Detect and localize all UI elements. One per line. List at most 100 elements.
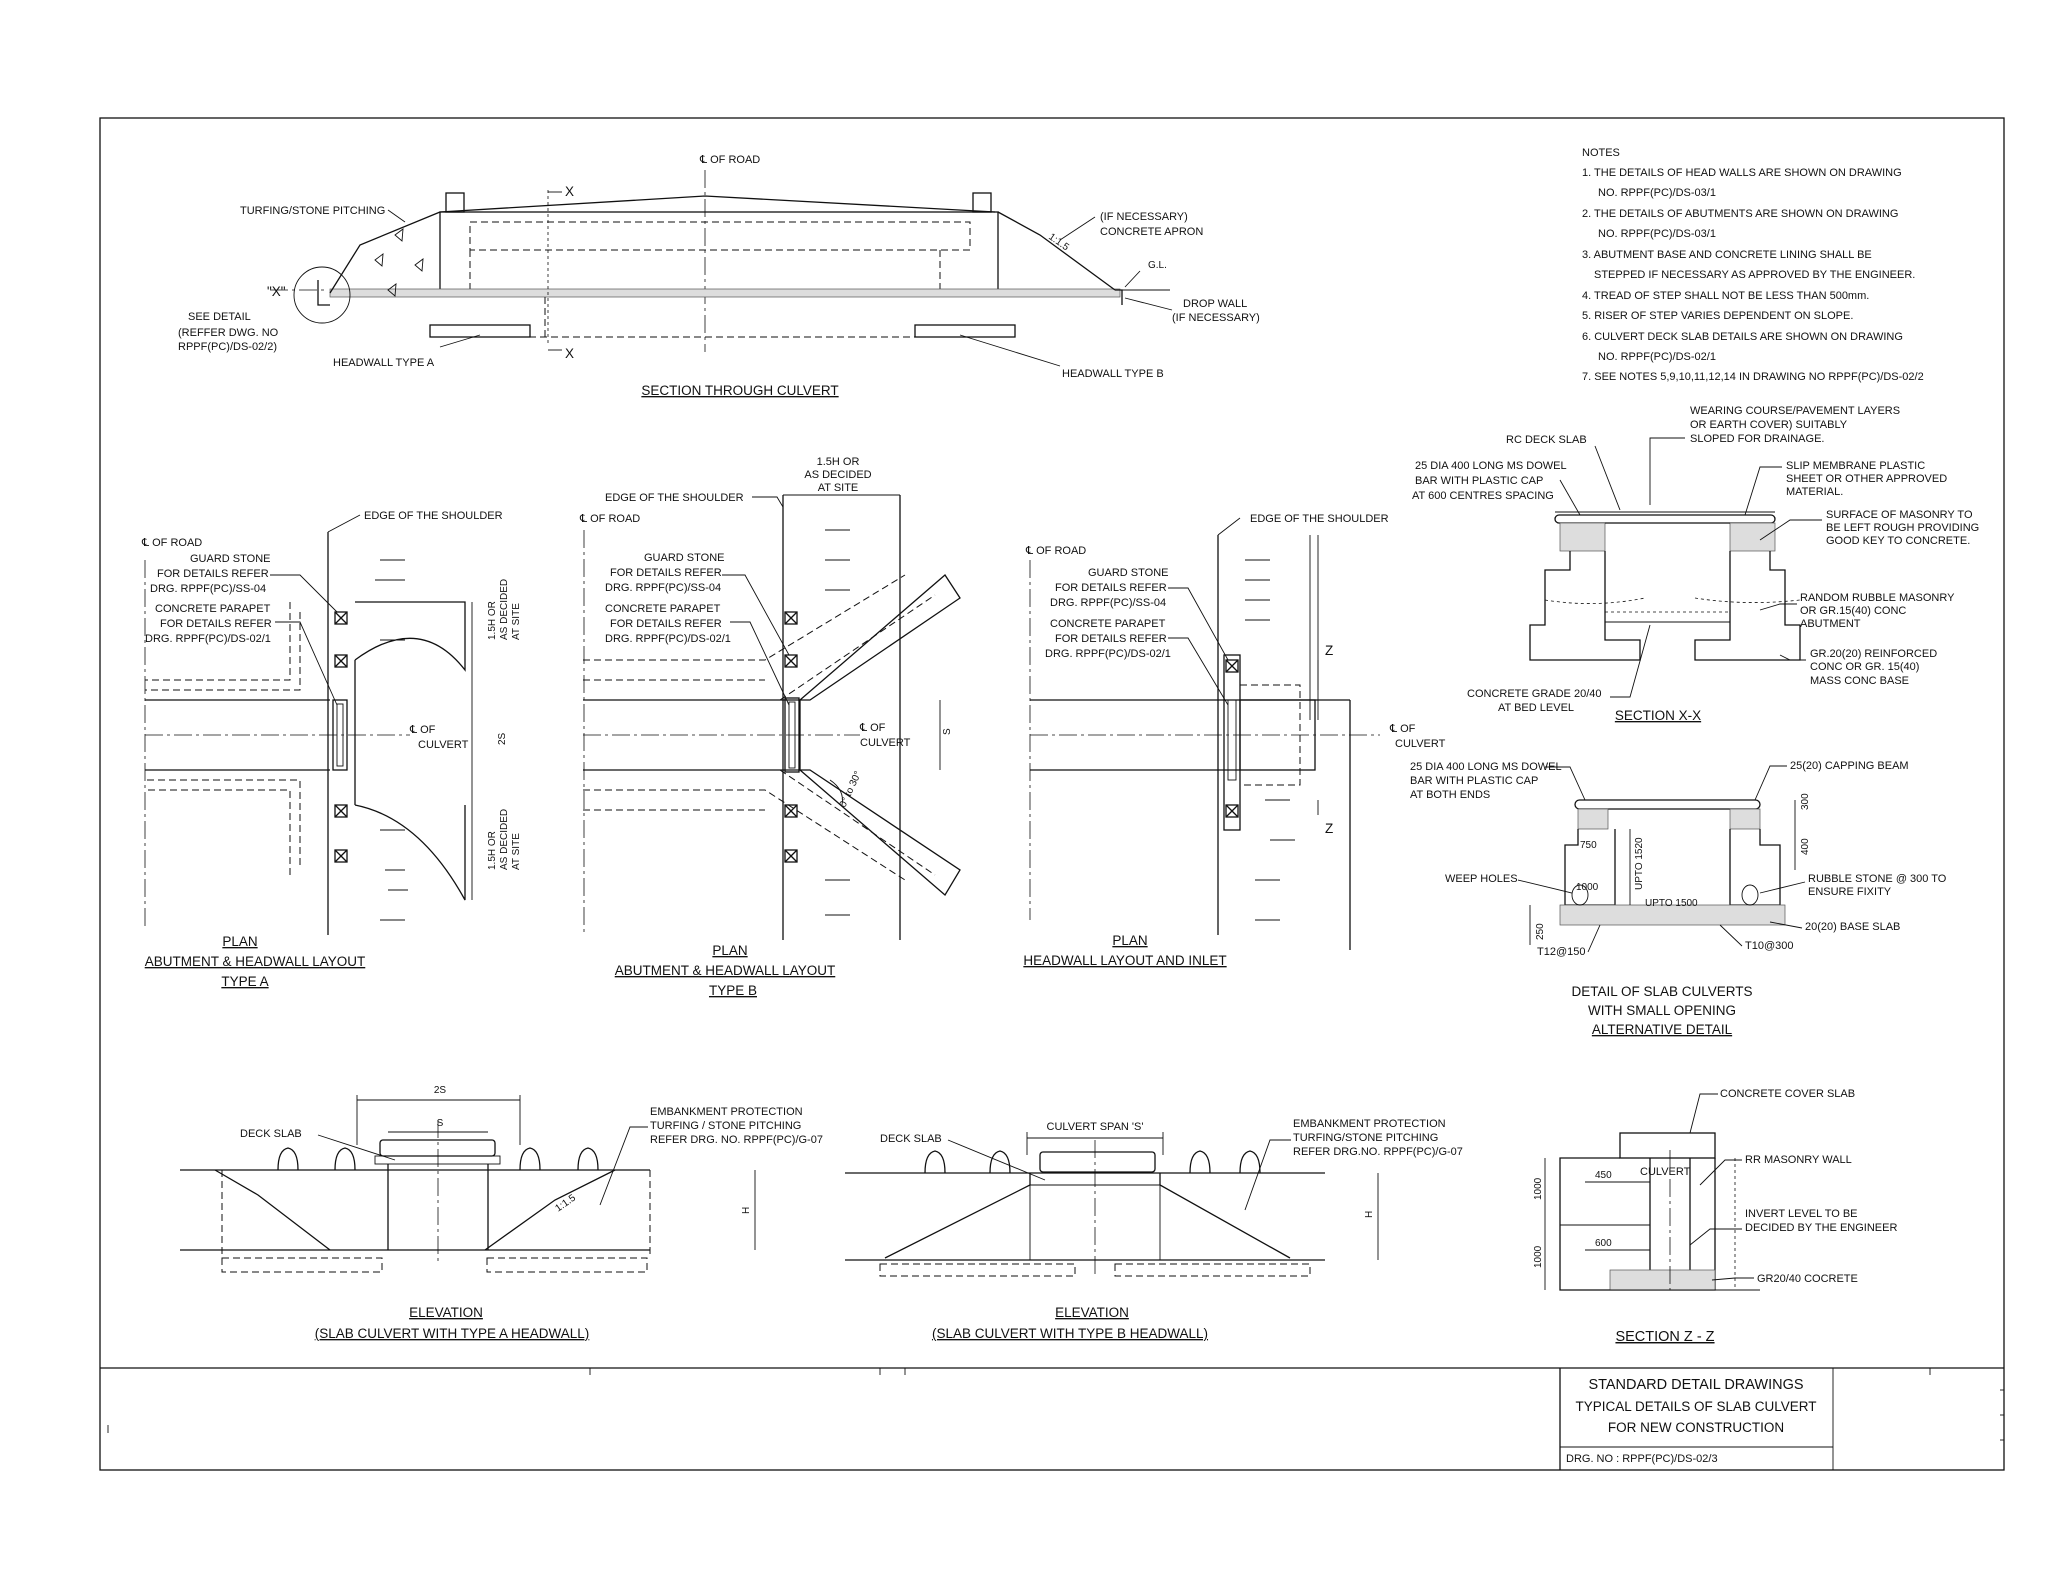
plan-c-cl-road: ℄ OF ROAD — [1025, 545, 1086, 557]
so-dim-300: 300 — [1800, 793, 1811, 810]
elev-a-dim-s: S — [437, 1118, 444, 1129]
xx-surface-label: SURFACE OF MASONRY TO — [1826, 509, 1973, 521]
so-rubble-label: ENSURE FIXITY — [1808, 886, 1892, 898]
elev-a-slope: 1:1.5 — [553, 1192, 578, 1214]
drawing-number: DRG. NO : RPPF(PC)/DS-02/3 — [1566, 1453, 1718, 1465]
plan-a-cl-culvert: ℄ OF — [409, 724, 436, 736]
plan-c-title: PLAN — [1112, 933, 1147, 948]
plan-c-guard-label: GUARD STONE — [1088, 567, 1168, 579]
plan-a-title: ABUTMENT & HEADWALL LAYOUT — [145, 954, 366, 969]
xx-wearing-label: OR EARTH COVER) SUITABLY — [1690, 419, 1848, 431]
plan-c-cl-culvert: CULVERT — [1395, 738, 1446, 750]
plan-a-parapet-label: DRG. RPPF(PC)/DS-02/1 — [145, 633, 271, 645]
section-xx-title: SECTION X-X — [1615, 708, 1701, 723]
so-dowel-label: AT BOTH ENDS — [1410, 789, 1490, 801]
so-dim-1000: 1000 — [1576, 882, 1599, 893]
section-x-mark-top: X — [565, 184, 574, 199]
plan-a-dim-top: AS DECIDED — [499, 579, 510, 640]
if-necessary-label: (IF NECESSARY) — [1100, 211, 1188, 223]
xx-slip-label: SLIP MEMBRANE PLASTIC — [1786, 460, 1925, 472]
plan-b-dim: AS DECIDED — [804, 469, 871, 481]
plan-b-dim: AT SITE — [818, 482, 859, 494]
notes-block: NOTES 1. THE DETAILS OF HEAD WALLS ARE S… — [1582, 147, 1924, 383]
notes-heading: NOTES — [1582, 147, 1620, 159]
xx-rubble-label: OR GR.15(40) CONC — [1800, 605, 1906, 617]
plan-c-guard-label: DRG. RPPF(PC)/SS-04 — [1050, 597, 1166, 609]
elev-a-title: (SLAB CULVERT WITH TYPE A HEADWALL) — [315, 1326, 590, 1341]
xx-dowel-label: 25 DIA 400 LONG MS DOWEL — [1415, 460, 1567, 472]
concrete-apron-label: CONCRETE APRON — [1100, 226, 1203, 238]
xx-surface-label: GOOD KEY TO CONCRETE. — [1826, 535, 1970, 547]
elev-a-h: H — [741, 1207, 752, 1214]
plan-b-dim: 1.5H OR — [817, 456, 860, 468]
plan-type-b: ℄ OF ROAD EDGE OF THE SHOULDER 1.5H OR A… — [579, 456, 961, 998]
section-x-mark-bottom: X — [565, 346, 574, 361]
elev-b-title: (SLAB CULVERT WITH TYPE B HEADWALL) — [932, 1326, 1208, 1341]
so-t10-label: T10@300 — [1745, 940, 1793, 952]
plan-c-guard-label: FOR DETAILS REFER — [1055, 582, 1167, 594]
so-title: DETAIL OF SLAB CULVERTS — [1571, 984, 1752, 999]
title-block-line-2: TYPICAL DETAILS OF SLAB CULVERT — [1575, 1399, 1816, 1414]
elev-a-emb-label: EMBANKMENT PROTECTION — [650, 1106, 803, 1118]
plan-b-title: PLAN — [712, 943, 747, 958]
elev-b-emb-label: REFER DRG.NO. RPPF(PC)/G-07 — [1293, 1146, 1463, 1158]
xx-gr-label: GR.20(20) REINFORCED — [1810, 648, 1937, 660]
section-culvert-title: SECTION THROUGH CULVERT — [641, 383, 838, 398]
plan-c-parapet-label: DRG. RPPF(PC)/DS-02/1 — [1045, 648, 1171, 660]
plan-c-title: HEADWALL LAYOUT AND INLET — [1023, 953, 1226, 968]
small-opening-detail: 300 400 750 UPTO 1520 1000 UPTO 1500 250… — [1410, 760, 1947, 1037]
elev-a-dim-2s: 2S — [434, 1085, 447, 1096]
plan-c-parapet-label: CONCRETE PARAPET — [1050, 618, 1166, 630]
plan-a-dim-2s: 2S — [497, 732, 508, 745]
plan-a-parapet-label: CONCRETE PARAPET — [155, 603, 271, 615]
note-line: 7. SEE NOTES 5,9,10,11,12,14 IN DRAWING … — [1582, 371, 1924, 383]
plan-c-z-mark: Z — [1325, 821, 1333, 836]
zz-rr-label: RR MASONRY WALL — [1745, 1154, 1852, 1166]
turfing-label: TURFING/STONE PITCHING — [240, 205, 385, 217]
so-capping-label: 25(20) CAPPING BEAM — [1790, 760, 1909, 772]
elevation-type-a: 2S S H 1:1.5 DECK SLAB EMBANKMENT PROTEC… — [180, 1085, 823, 1341]
xx-slip-label: SHEET OR OTHER APPROVED — [1786, 473, 1947, 485]
xx-rubble-label: ABUTMENT — [1800, 618, 1861, 630]
zz-dim-450: 450 — [1595, 1170, 1612, 1181]
zz-invert-label: INVERT LEVEL TO BE — [1745, 1208, 1858, 1220]
so-title: WITH SMALL OPENING — [1588, 1003, 1736, 1018]
plan-b-title: TYPE B — [709, 983, 757, 998]
title-block: STANDARD DETAIL DRAWINGS TYPICAL DETAILS… — [1566, 1377, 1817, 1465]
elev-a-emb-label: TURFING / STONE PITCHING — [650, 1120, 801, 1132]
so-dim-250: 250 — [1535, 923, 1546, 940]
elev-b-h: H — [1364, 1211, 1375, 1218]
plan-b-cl-road: ℄ OF ROAD — [579, 513, 640, 525]
note-line: NO. RPPF(PC)/DS-02/1 — [1598, 351, 1716, 363]
plan-c-edge-label: EDGE OF THE SHOULDER — [1250, 513, 1389, 525]
plan-a-dim-bottom: AT SITE — [511, 833, 522, 870]
cl-road-label: ℄ OF ROAD — [699, 154, 760, 166]
so-dowel-label: BAR WITH PLASTIC CAP — [1410, 775, 1538, 787]
zz-cover-label: CONCRETE COVER SLAB — [1720, 1088, 1855, 1100]
plan-a-dim-bottom: AS DECIDED — [499, 809, 510, 870]
note-line: 1. THE DETAILS OF HEAD WALLS ARE SHOWN O… — [1582, 167, 1902, 179]
section-x-x: WEARING COURSE/PAVEMENT LAYERS OR EARTH … — [1412, 405, 1979, 723]
note-line: 3. ABUTMENT BASE AND CONCRETE LINING SHA… — [1582, 249, 1872, 261]
see-detail-label: SEE DETAIL — [188, 311, 251, 323]
elev-a-title: ELEVATION — [409, 1305, 483, 1320]
plan-c-z-mark: Z — [1325, 643, 1333, 658]
plan-a-cl-culvert: CULVERT — [418, 739, 469, 751]
note-line: NO. RPPF(PC)/DS-03/1 — [1598, 187, 1716, 199]
note-line: NO. RPPF(PC)/DS-03/1 — [1598, 228, 1716, 240]
xx-dowel-label: AT 600 CENTRES SPACING — [1412, 490, 1554, 502]
zz-dim-600: 600 — [1595, 1238, 1612, 1249]
so-dim-1520: UPTO 1520 — [1634, 837, 1645, 890]
plan-a-guard-label: DRG. RPPF(PC)/SS-04 — [150, 583, 266, 595]
plan-b-edge-label: EDGE OF THE SHOULDER — [605, 492, 744, 504]
zz-invert-label: DECIDED BY THE ENGINEER — [1745, 1222, 1897, 1234]
plan-b-parapet-label: DRG. RPPF(PC)/DS-02/1 — [605, 633, 731, 645]
plan-a-parapet-label: FOR DETAILS REFER — [160, 618, 272, 630]
zz-gr-label: GR20/40 COCRETE — [1757, 1273, 1858, 1285]
plan-b-cl-culvert: ℄ OF — [859, 722, 886, 734]
ground-level-label: G.L. — [1148, 260, 1167, 271]
plan-a-dim-top: 1.5H OR — [487, 601, 498, 640]
plan-a-dim-top: AT SITE — [511, 603, 522, 640]
refer-dwg-label: (REFFER DWG. NO — [178, 327, 279, 339]
